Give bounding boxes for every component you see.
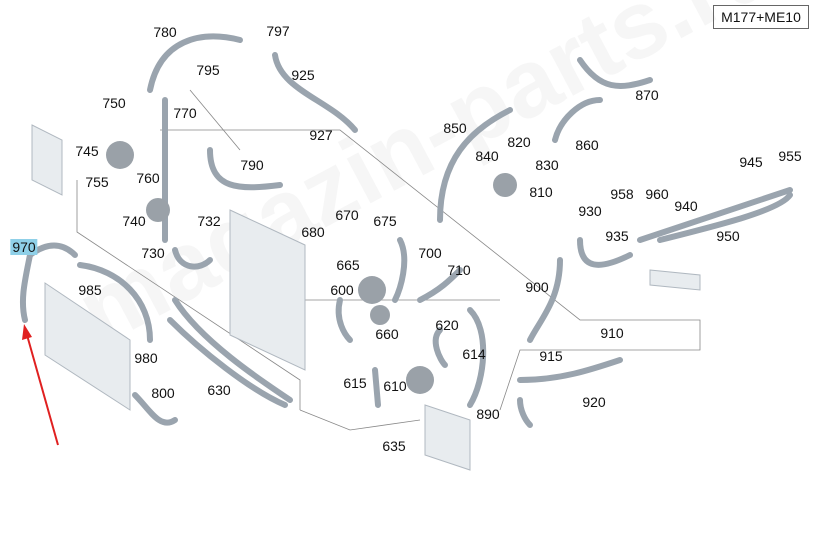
- part-label[interactable]: 840: [475, 148, 499, 164]
- part-label[interactable]: 925: [291, 67, 315, 83]
- pointer-arrow: [22, 324, 59, 446]
- part-label[interactable]: 930: [578, 203, 602, 219]
- part-label[interactable]: 850: [443, 120, 467, 136]
- part-label[interactable]: 900: [525, 279, 549, 295]
- part-label[interactable]: 958: [610, 186, 634, 202]
- part-label[interactable]: 790: [240, 157, 264, 173]
- aux-radiator: [31, 124, 63, 196]
- part-label[interactable]: 795: [196, 62, 220, 78]
- part-label[interactable]: 770: [173, 105, 197, 121]
- part-label[interactable]: 730: [141, 245, 165, 261]
- part-label[interactable]: 935: [605, 228, 629, 244]
- radiators: [31, 124, 701, 471]
- main-radiator: [44, 282, 131, 411]
- part-label[interactable]: 800: [151, 385, 175, 401]
- part-label[interactable]: 927: [309, 127, 333, 143]
- part-label[interactable]: 870: [635, 87, 659, 103]
- part-label[interactable]: 945: [739, 154, 763, 170]
- part-label[interactable]: 660: [375, 326, 399, 342]
- part-label[interactable]: 950: [716, 228, 740, 244]
- part-label[interactable]: 630: [207, 382, 231, 398]
- part-label[interactable]: 955: [778, 148, 802, 164]
- condenser: [229, 209, 306, 371]
- part-label[interactable]: 980: [134, 350, 158, 366]
- part-label[interactable]: 915: [539, 348, 563, 364]
- part-label[interactable]: 810: [529, 184, 553, 200]
- part-label[interactable]: 615: [343, 375, 367, 391]
- part-label[interactable]: 635: [382, 438, 406, 454]
- part-label[interactable]: 670: [335, 207, 359, 223]
- part-label[interactable]: 665: [336, 257, 360, 273]
- engine-variant-label: M177+ME10: [713, 5, 809, 29]
- part-label[interactable]: 740: [122, 213, 146, 229]
- part-label[interactable]: 760: [136, 170, 160, 186]
- part-label[interactable]: 920: [582, 394, 606, 410]
- part-label[interactable]: 675: [373, 213, 397, 229]
- part-label[interactable]: 890: [476, 406, 500, 422]
- part-label[interactable]: 780: [153, 24, 177, 40]
- part-label[interactable]: 600: [330, 282, 354, 298]
- cooler: [649, 269, 701, 291]
- part-label[interactable]: 745: [75, 143, 99, 159]
- small-radiator: [424, 404, 471, 471]
- part-label[interactable]: 750: [102, 95, 126, 111]
- part-label[interactable]: 910: [600, 325, 624, 341]
- part-label[interactable]: 700: [418, 245, 442, 261]
- part-label[interactable]: 620: [435, 317, 459, 333]
- part-label[interactable]: 940: [674, 198, 698, 214]
- part-label[interactable]: 960: [645, 186, 669, 202]
- part-label[interactable]: 732: [197, 213, 221, 229]
- part-label[interactable]: 797: [266, 23, 290, 39]
- part-label[interactable]: 680: [301, 224, 325, 240]
- part-label[interactable]: 860: [575, 137, 599, 153]
- pumps: [106, 141, 517, 394]
- part-label[interactable]: 755: [85, 174, 109, 190]
- part-label[interactable]: 710: [447, 262, 471, 278]
- part-label[interactable]: 820: [507, 134, 531, 150]
- part-label[interactable]: 610: [383, 378, 407, 394]
- hoses: [19, 33, 793, 428]
- part-label[interactable]: 985: [78, 282, 102, 298]
- part-label[interactable]: 614: [462, 346, 486, 362]
- part-label[interactable]: 830: [535, 157, 559, 173]
- part-label-selected[interactable]: 970: [10, 239, 38, 255]
